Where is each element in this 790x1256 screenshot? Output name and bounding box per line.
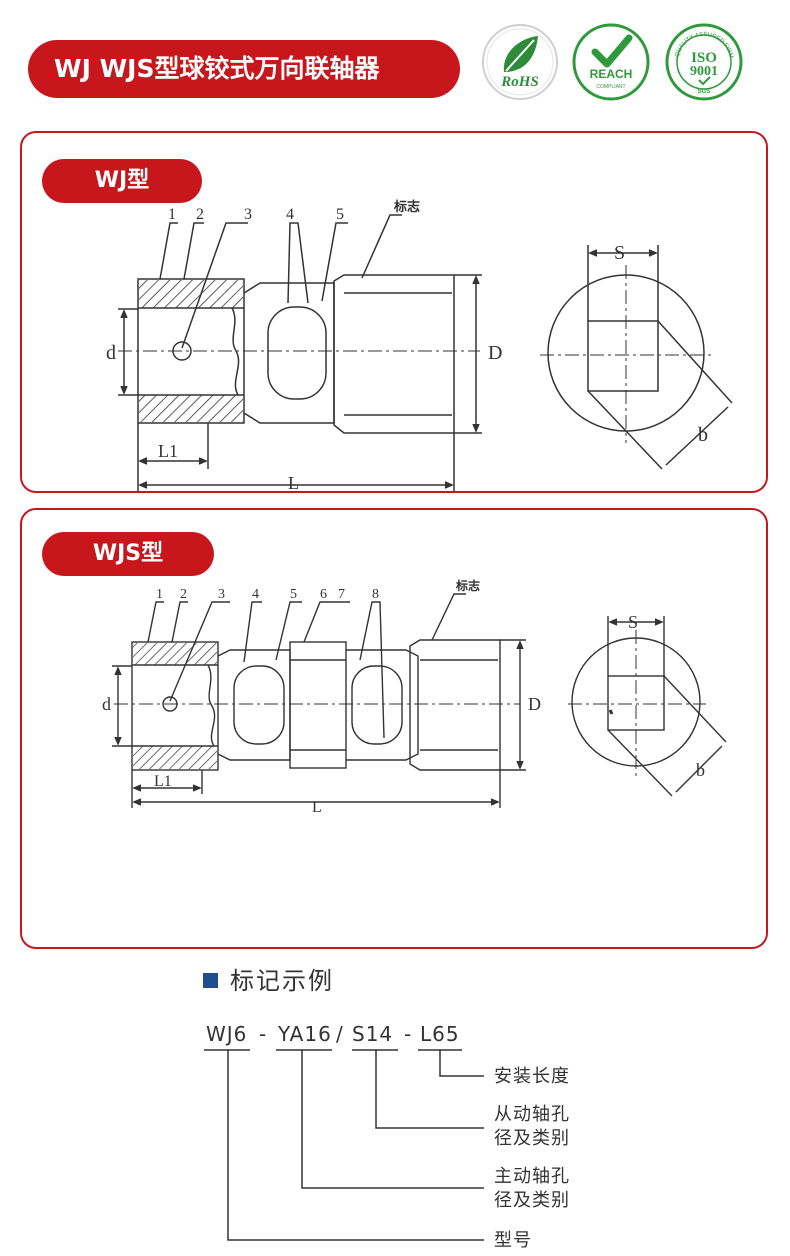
reach-sub: COMPLIANT xyxy=(596,84,625,90)
wjs-badge: WJS型 xyxy=(42,532,214,576)
dim-L1: L1 xyxy=(158,441,178,461)
dim-b: b xyxy=(696,760,705,780)
iso-badge: QUALITY ASSURED FIRM ISO 9001 SGS xyxy=(665,23,743,101)
panel-wj: WJ型 xyxy=(20,131,768,493)
code-sep-1: - xyxy=(259,1022,268,1046)
wj-badge: WJ型 xyxy=(42,159,202,203)
callout-4: 4 xyxy=(252,587,259,602)
panel-wjs: WJS型 xyxy=(20,508,768,949)
wj-drawing: 1 2 3 4 5 标志 d D L1 L S b xyxy=(106,199,733,491)
rohs-badge: RoHS xyxy=(482,24,558,100)
callout-3: 3 xyxy=(244,206,252,223)
dim-d: d xyxy=(106,342,116,364)
callout-5: 5 xyxy=(336,206,344,223)
iso-label: ISO xyxy=(691,50,717,66)
callout-1: 1 xyxy=(156,587,163,602)
callout-2: 2 xyxy=(180,587,187,602)
dim-L1: L1 xyxy=(154,773,172,790)
callout-6: 6 xyxy=(320,587,327,602)
rohs-label: RoHS xyxy=(500,74,539,90)
label-driven-2: 径及类别 xyxy=(494,1128,570,1149)
leaf-icon xyxy=(503,36,538,72)
page-title: WJ WJS型球铰式万向联轴器 xyxy=(28,40,460,98)
dim-L: L xyxy=(288,473,299,491)
callout-3: 3 xyxy=(218,587,225,602)
check-icon xyxy=(698,76,711,86)
reach-badge: REACH COMPLIANT xyxy=(572,23,650,101)
label-model: 型号 xyxy=(494,1230,532,1251)
dim-D: D xyxy=(528,694,541,714)
dim-S: S xyxy=(614,242,625,264)
callout-4: 4 xyxy=(286,206,294,223)
callout-5: 5 xyxy=(290,587,297,602)
dim-D: D xyxy=(488,342,502,364)
wjs-drawing: 1 2 3 4 5 6 7 8 标志 d D L1 L S b xyxy=(102,578,727,816)
callout-8: 8 xyxy=(372,587,379,602)
label-driven-1: 从动轴孔 xyxy=(494,1104,570,1125)
callout-7: 7 xyxy=(338,587,345,602)
code-length: L65 xyxy=(420,1022,460,1046)
check-icon xyxy=(591,34,633,68)
code-model: WJ6 xyxy=(206,1022,248,1046)
callout-2: 2 xyxy=(196,206,204,223)
dim-d: d xyxy=(102,694,111,714)
dim-b: b xyxy=(698,424,708,446)
code-sep-3: - xyxy=(404,1022,413,1046)
code-driving: YA16 xyxy=(278,1022,332,1046)
label-length: 安装长度 xyxy=(494,1066,570,1087)
mark-label: 标志 xyxy=(455,578,480,593)
code-driven: S14 xyxy=(352,1022,394,1046)
example-title: 标记示例 xyxy=(203,966,334,996)
reach-label: REACH xyxy=(590,67,633,81)
iso-sub: SGS xyxy=(698,89,711,95)
square-bullet-icon xyxy=(203,973,218,988)
callout-1: 1 xyxy=(168,206,176,223)
dim-L: L xyxy=(312,799,322,816)
dim-S: S xyxy=(628,612,638,632)
label-driving-1: 主动轴孔 xyxy=(494,1166,570,1187)
iso-number: 9001 xyxy=(690,64,718,79)
mark-label: 标志 xyxy=(393,199,420,214)
label-driving-2: 径及类别 xyxy=(494,1190,570,1211)
code-sep-2: / xyxy=(336,1022,344,1046)
